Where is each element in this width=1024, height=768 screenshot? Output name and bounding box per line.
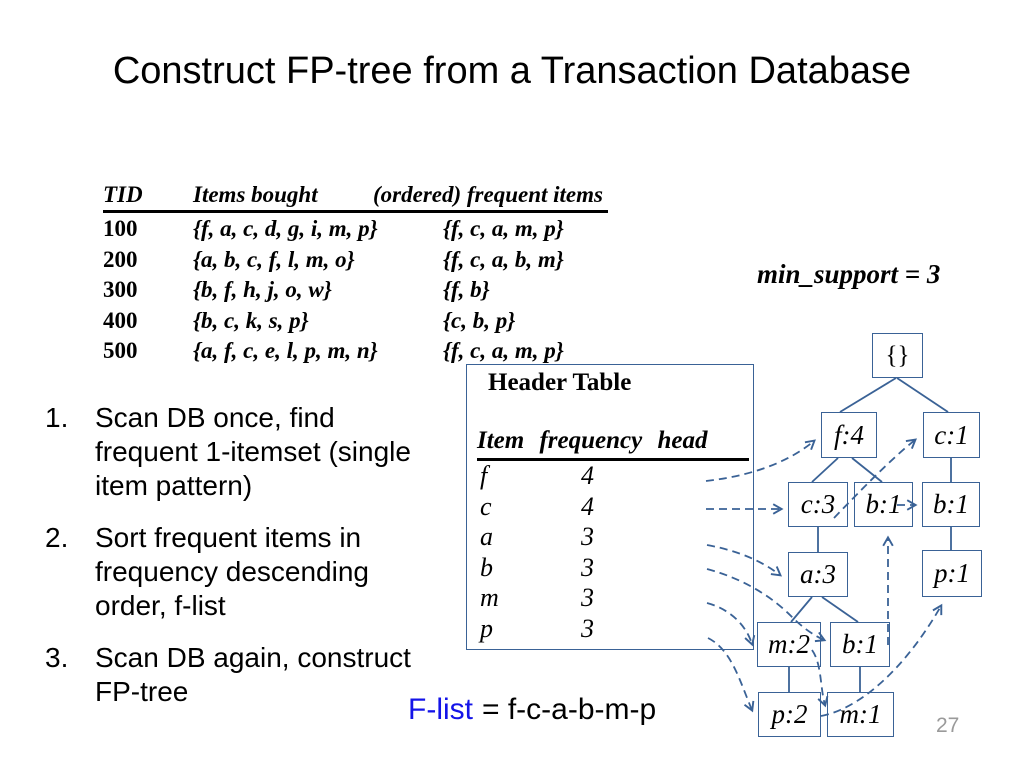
ordered-items-cell: {f, c, a, m, p}	[443, 216, 564, 241]
tree-node-b1-mid: b:1	[854, 482, 913, 527]
edge-a3-b1bottom	[821, 596, 859, 623]
tree-node-m1: m:1	[827, 692, 894, 737]
step-item: 3. Scan DB again, construct FP-tree	[45, 641, 450, 709]
tree-node-a3: a:3	[788, 552, 848, 597]
f-list-value: = f-c-a-b-m-p	[481, 693, 657, 726]
table-row: 300 {b, f, h, j, o, w} {f, b}	[103, 274, 608, 305]
edge-a3-m2	[790, 596, 813, 623]
step-number: 1.	[45, 402, 69, 433]
tid-cell: 200	[103, 246, 138, 272]
step-text: Scan DB once, find frequent 1-itemset (s…	[95, 402, 411, 501]
step-number: 2.	[45, 522, 69, 553]
tree-node-f4: f:4	[821, 412, 877, 458]
col-header-items-bought: Items bought	[193, 182, 318, 207]
frequency-cell: 3	[581, 613, 594, 643]
item-cell: a	[480, 522, 493, 551]
item-cell: m	[480, 583, 499, 612]
frequency-cell: 4	[581, 491, 594, 521]
header-table-title: Header Table	[488, 369, 632, 396]
table-row: 500 {a, f, c, e, l, p, m, n} {f, c, a, m…	[103, 335, 608, 366]
item-cell: b	[480, 552, 493, 582]
item-cell: p	[480, 613, 493, 643]
items-cell: {f, a, c, d, g, i, m, p}	[193, 216, 378, 241]
tree-node-p1: p:1	[922, 550, 982, 597]
tree-node-root: {}	[872, 333, 923, 378]
table-row: 400 {b, c, k, s, p} {c, b, p}	[103, 305, 608, 336]
table-row: 200 {a, b, c, f, l, m, o} {f, c, a, b, m…	[103, 244, 608, 275]
tree-node-b1-right: b:1	[922, 482, 980, 527]
edge-f4-c3	[811, 457, 839, 483]
frequency-cell: 3	[581, 583, 594, 612]
transaction-table-header: TID Items bought (ordered) frequent item…	[103, 182, 608, 213]
f-list: F-list= f-c-a-b-m-p	[408, 693, 656, 727]
step-text: Scan DB again, construct FP-tree	[95, 642, 411, 707]
ordered-items-cell: {f, c, a, m, p}	[443, 338, 564, 363]
header-table-columns: Item frequency head	[477, 427, 749, 461]
tid-cell: 400	[103, 307, 138, 333]
edge-root-c1	[896, 377, 949, 413]
tree-node-m2: m:2	[757, 622, 821, 667]
f-list-label: F-list	[408, 693, 473, 726]
tid-cell: 100	[103, 216, 138, 241]
tree-node-p2: p:2	[758, 692, 821, 737]
step-text: Sort frequent items in frequency descend…	[95, 522, 369, 621]
frequency-cell: 3	[581, 522, 594, 551]
tid-cell: 500	[103, 338, 138, 363]
item-cell: f	[480, 461, 488, 490]
tree-node-b1-bottom: b:1	[830, 622, 890, 667]
transaction-table: TID Items bought (ordered) frequent item…	[103, 182, 608, 366]
step-number: 3.	[45, 642, 69, 673]
ordered-items-cell: {c, b, p}	[443, 307, 516, 333]
col-header-ordered-frequent-items: (ordered) frequent items	[373, 182, 603, 207]
step-item: 2. Sort frequent items in frequency desc…	[45, 521, 450, 623]
steps-list: 1. Scan DB once, find frequent 1-itemset…	[45, 401, 450, 727]
ordered-items-cell: {f, b}	[443, 277, 490, 302]
items-cell: {a, b, c, f, l, m, o}	[193, 246, 355, 272]
tree-node-c3: c:3	[788, 482, 848, 527]
item-cell: c	[480, 491, 492, 521]
frequency-cell: 4	[581, 461, 594, 490]
page-number: 27	[936, 714, 960, 737]
col-header-tid: TID	[103, 182, 143, 207]
step-item: 1. Scan DB once, find frequent 1-itemset…	[45, 401, 450, 503]
ordered-items-cell: {f, c, a, b, m}	[443, 246, 564, 272]
items-cell: {b, c, k, s, p}	[193, 307, 309, 333]
tid-cell: 300	[103, 277, 138, 302]
min-support-label: min_support = 3	[757, 259, 941, 289]
slide-title: Construct FP-tree from a Transaction Dat…	[112, 50, 912, 92]
tree-node-c1: c:1	[923, 412, 980, 458]
table-row: 100 {f, a, c, d, g, i, m, p} {f, c, a, m…	[103, 213, 608, 244]
items-cell: {b, f, h, j, o, w}	[193, 277, 332, 302]
frequency-cell: 3	[581, 552, 594, 582]
edge-root-f4	[839, 377, 897, 413]
items-cell: {a, f, c, e, l, p, m, n}	[193, 338, 378, 363]
edge-f4-b1mid	[851, 457, 883, 483]
